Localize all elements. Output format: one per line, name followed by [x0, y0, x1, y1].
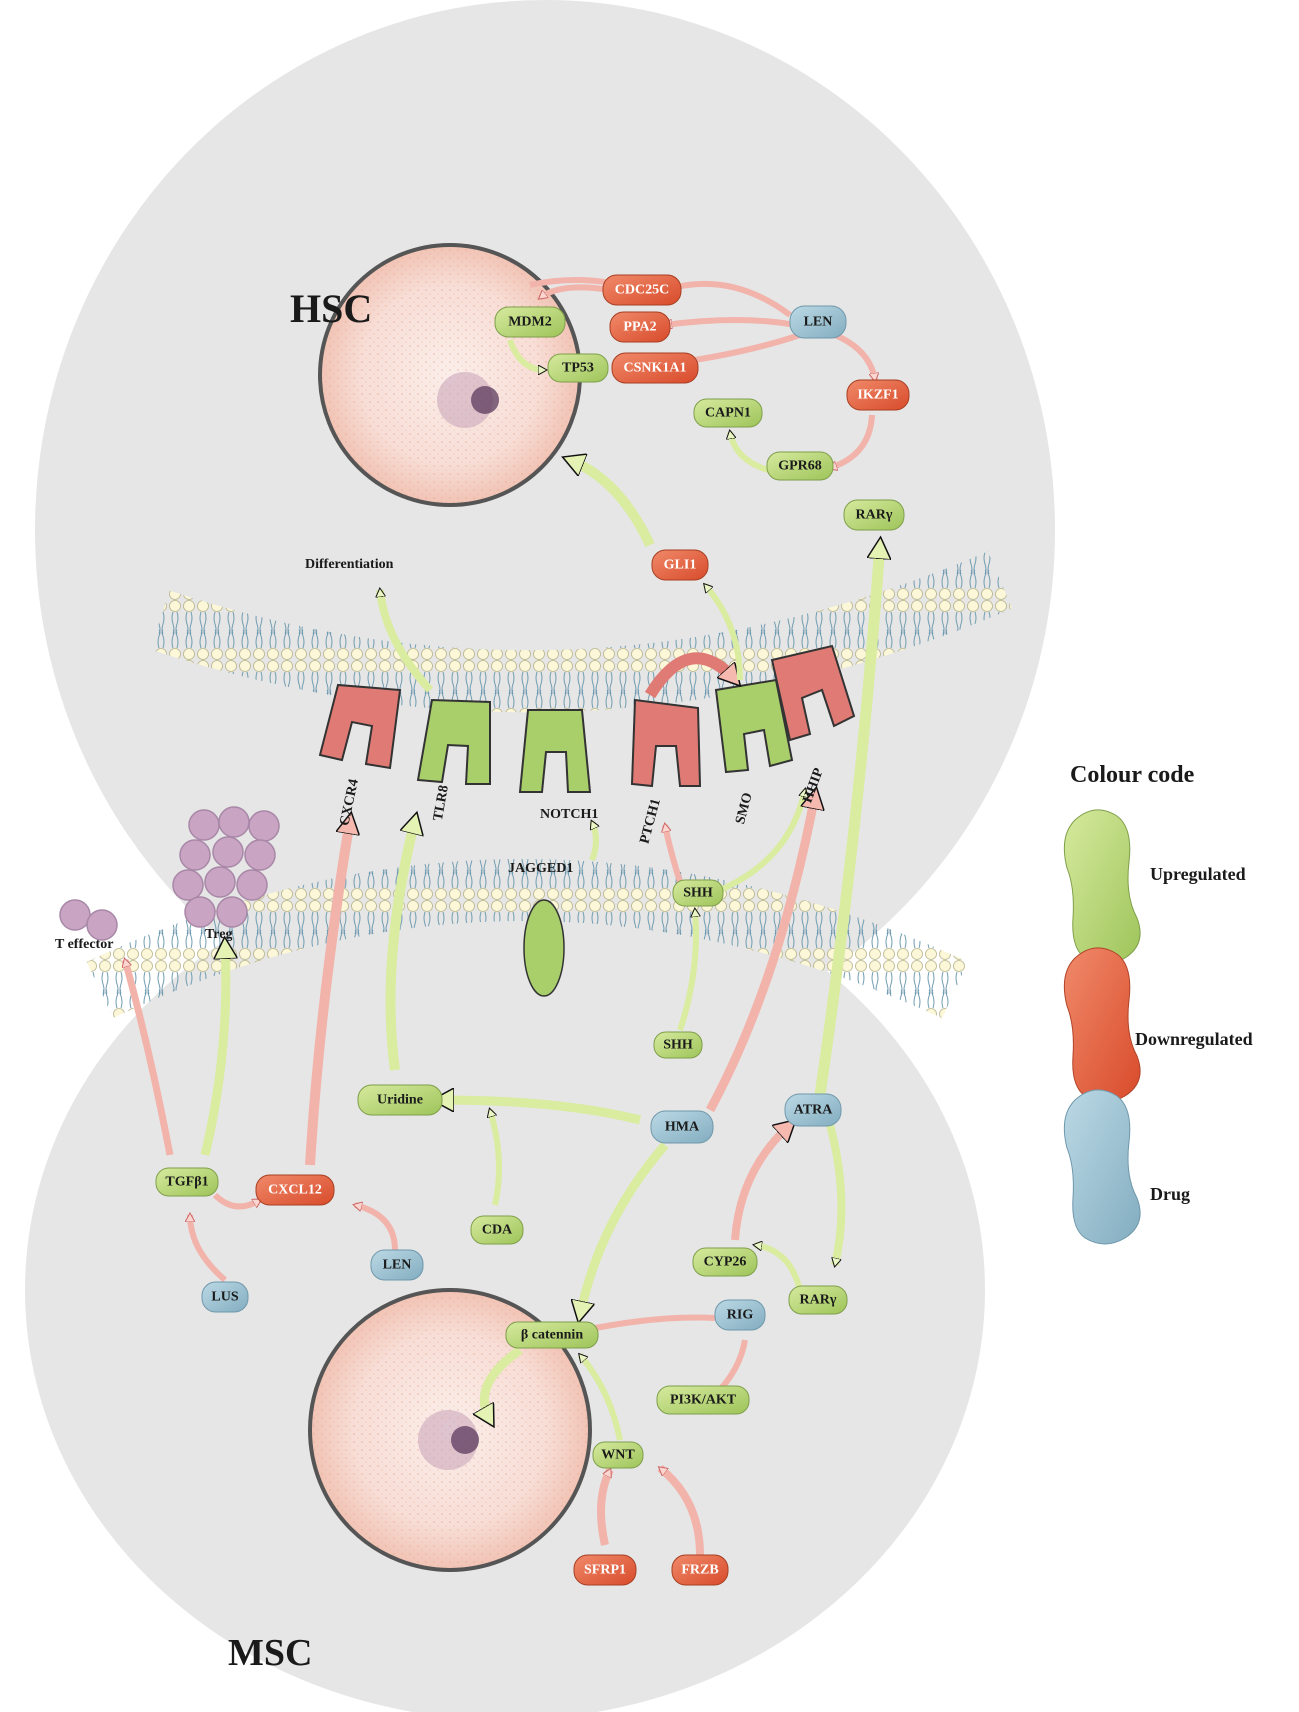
node-len-low-label: LEN [383, 1258, 412, 1273]
node-rarg-low: RARγ [788, 1285, 848, 1315]
node-cda-label: CDA [482, 1223, 513, 1238]
legend: Colour code Upregulated Downregulated Dr… [1063, 762, 1253, 1245]
node-sfrp1-label: SFRP1 [584, 1563, 626, 1578]
node-uridine-label: Uridine [377, 1093, 423, 1108]
legend-label-downregulated: Downregulated [1135, 1029, 1253, 1049]
hsc-label: HSC [290, 286, 372, 331]
node-shh-low-label: SHH [663, 1038, 693, 1053]
node-uridine: Uridine [357, 1084, 443, 1116]
treg-cells [172, 806, 280, 928]
tlr8-receptor [416, 698, 491, 785]
node-mdm2-label: MDM2 [508, 315, 552, 330]
node-gli1-label: GLI1 [664, 558, 697, 573]
node-frzb-label: FRZB [681, 1563, 718, 1578]
node-ikzf1: IKZF1 [846, 379, 910, 411]
node-gli1: GLI1 [651, 549, 709, 581]
node-rig-label: RIG [727, 1308, 754, 1323]
node-atra: ATRA [784, 1093, 842, 1127]
node-gpr68-label: GPR68 [778, 459, 822, 474]
jagged1-label: JAGGED1 [508, 861, 573, 876]
node-cxcl12: CXCL12 [255, 1174, 335, 1206]
node-shh-low: SHH [653, 1031, 703, 1059]
node-mdm2: MDM2 [494, 306, 566, 338]
node-tgfb1-label: TGFβ1 [165, 1175, 208, 1190]
node-tp53-label: TP53 [562, 361, 594, 376]
node-pi3k: PI3K/AKT [656, 1385, 750, 1415]
node-rarg-top: RARγ [843, 499, 905, 531]
node-wnt-label: WNT [601, 1448, 635, 1463]
ptch1-smo-arrow [644, 652, 735, 699]
node-frzb: FRZB [671, 1554, 729, 1586]
differentiation-label: Differentiation [305, 557, 394, 572]
cxcr4-receptor [318, 683, 402, 770]
ptch1-receptor [630, 698, 702, 788]
legend-label-upregulated: Upregulated [1150, 864, 1246, 884]
notch1-label: NOTCH1 [540, 807, 598, 822]
node-cyp26: CYP26 [692, 1247, 758, 1277]
node-atra-label: ATRA [794, 1103, 834, 1118]
t-effector-label: T effector [55, 937, 113, 952]
receptors [318, 644, 856, 997]
node-ppa2-label: PPA2 [623, 320, 656, 335]
node-capn1: CAPN1 [693, 398, 763, 428]
node-csnk1a1: CSNK1A1 [611, 352, 699, 384]
node-capn1-label: CAPN1 [705, 406, 751, 421]
arrows [125, 277, 880, 1556]
node-len-low: LEN [370, 1249, 424, 1281]
node-shh-mid-label: SHH [683, 886, 713, 901]
node-bcatenin: β catennin [505, 1321, 599, 1349]
node-cdc25c: CDC25C [602, 274, 682, 306]
legend-swatch-upregulated [1063, 809, 1141, 965]
node-sfrp1: SFRP1 [573, 1554, 637, 1586]
node-csnk1a1-label: CSNK1A1 [623, 361, 686, 376]
node-len-top-label: LEN [804, 315, 833, 330]
node-cda: CDA [470, 1215, 524, 1245]
legend-swatch-drug [1063, 1089, 1141, 1245]
node-pi3k-label: PI3K/AKT [670, 1393, 737, 1408]
node-bcatenin-label: β catennin [521, 1328, 583, 1343]
msc-cell [25, 860, 985, 1712]
legend-swatch-downregulated [1063, 947, 1141, 1103]
node-tgfb1: TGFβ1 [155, 1167, 219, 1197]
tlr8-label: TLR8 [431, 784, 452, 822]
node-ppa2: PPA2 [609, 311, 671, 343]
jagged1-ligand [523, 899, 565, 997]
smo-receptor [714, 678, 794, 774]
t-effector-cells [59, 899, 118, 941]
msc-label: MSC [228, 1632, 312, 1674]
node-lus: LUS [201, 1281, 249, 1313]
node-cyp26-label: CYP26 [704, 1255, 747, 1270]
node-cdc25c-label: CDC25C [615, 283, 669, 298]
legend-label-drug: Drug [1150, 1184, 1190, 1204]
node-ikzf1-label: IKZF1 [857, 388, 898, 403]
node-cxcl12-label: CXCL12 [268, 1183, 322, 1198]
node-len-top: LEN [789, 305, 847, 339]
node-rarg-low-label: RARγ [800, 1293, 837, 1308]
notch1-receptor [518, 709, 592, 793]
node-rarg-top-label: RARγ [856, 508, 893, 523]
node-hma: HMA [650, 1110, 714, 1144]
node-rig: RIG [714, 1299, 766, 1331]
legend-title: Colour code [1070, 762, 1195, 788]
node-shh-mid: SHH [672, 879, 724, 907]
treg-label: Treg [205, 927, 232, 942]
node-lus-label: LUS [211, 1290, 238, 1305]
node-hma-label: HMA [665, 1120, 700, 1135]
hhip-receptor [770, 644, 856, 742]
node-gpr68: GPR68 [766, 451, 834, 481]
node-wnt: WNT [592, 1441, 644, 1469]
msc-nucleus [308, 1288, 592, 1572]
node-tp53: TP53 [547, 353, 609, 383]
